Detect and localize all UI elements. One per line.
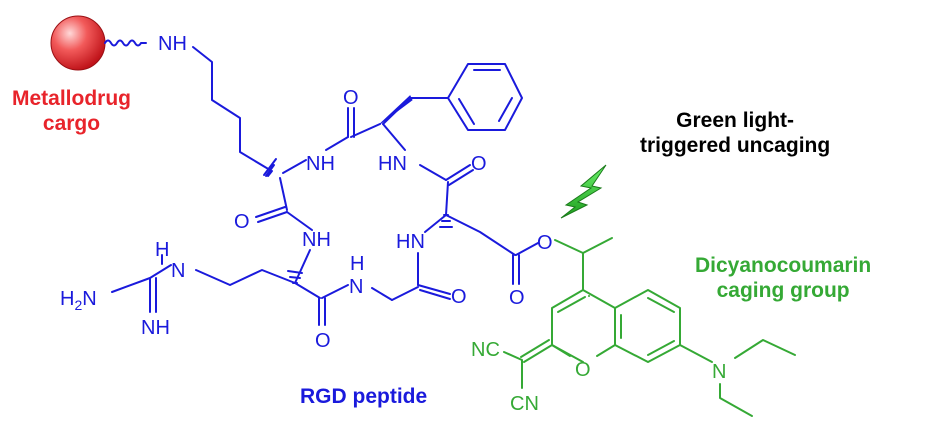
atom-nc: NC: [471, 339, 500, 361]
uncaging-label-line1: Green light-: [676, 109, 795, 132]
uncaging-label-line2: triggered uncaging: [640, 134, 831, 157]
atom-labels: NH NH HN NH HN H N O O O O O O O H N H2N…: [60, 33, 726, 415]
atom-o-gly-carbonyl: O: [451, 286, 467, 308]
atom-h-gly: H: [350, 253, 364, 275]
atom-h2n: H2N: [60, 288, 97, 313]
cargo-label: Metallodrug cargo: [12, 86, 131, 136]
cargo-label-line2: cargo: [42, 112, 101, 135]
atom-o-phe-carbonyl: O: [343, 87, 359, 109]
atom-o-right-carbonyl: O: [471, 153, 487, 175]
caging-group-label: Dicyanocoumarin caging group: [695, 253, 871, 303]
peptide-bonds: [111, 46, 539, 326]
atom-hn-asp: HN: [396, 231, 425, 253]
metallodrug-sphere-icon: [50, 15, 106, 71]
stereo-bonds: [263, 95, 453, 284]
atom-nh-arg: NH: [302, 229, 331, 251]
wavy-linker: [104, 39, 147, 47]
caging-label-line1: Dicyanocoumarin: [695, 254, 872, 277]
atom-o-ring: O: [575, 359, 591, 381]
atom-nh-lys: NH: [306, 153, 335, 175]
atom-n-gly: N: [349, 276, 363, 298]
atom-nh-imine: NH: [141, 317, 170, 339]
atom-guan-n: N: [171, 260, 185, 282]
atom-guan-h: H: [155, 239, 169, 261]
lightning-bolt-icon: [560, 164, 607, 219]
atom-o-arg-carbonyl: O: [315, 330, 331, 352]
atom-cn: CN: [510, 393, 539, 415]
uncaging-label: Green light- triggered uncaging: [640, 108, 830, 158]
peptide-label-text: RGD peptide: [300, 385, 428, 408]
cage-bonds: [503, 237, 796, 417]
cargo-label-line1: Metallodrug: [12, 87, 131, 110]
atom-n-amine: N: [712, 361, 726, 383]
atom-o-ester: O: [537, 232, 553, 254]
atom-nh-linker: NH: [158, 33, 187, 55]
peptide-label: RGD peptide: [300, 384, 427, 409]
atom-hn-phe: HN: [378, 153, 407, 175]
atom-o-ester-carbonyl: O: [509, 287, 525, 309]
atom-o-lys-carbonyl: O: [234, 211, 250, 233]
caging-label-line2: caging group: [716, 279, 850, 302]
